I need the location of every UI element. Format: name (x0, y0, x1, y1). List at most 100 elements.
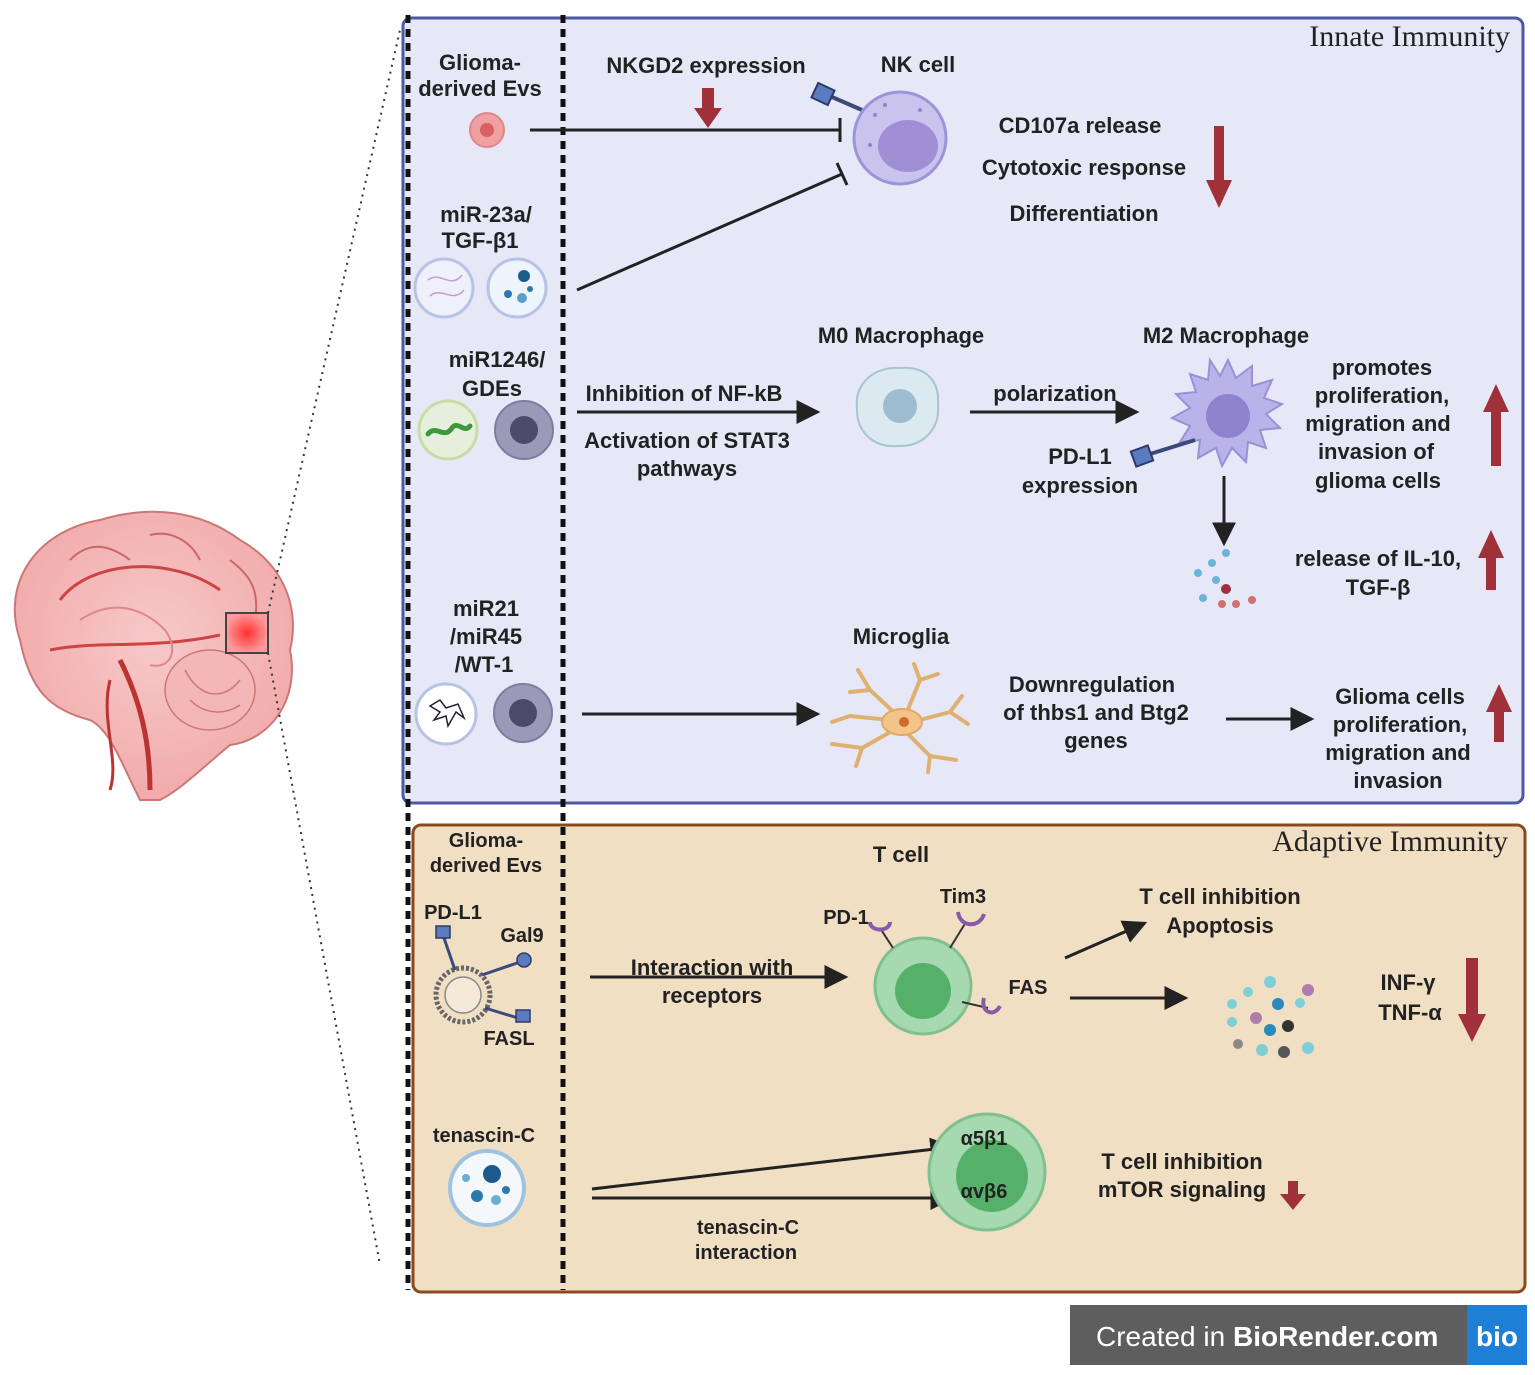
glioma-cells-line1: Glioma cells (1335, 684, 1465, 709)
glioma-cells-line3: migration and (1325, 740, 1470, 765)
pdl1-label: PD-L1 (424, 902, 482, 924)
promotes-up-arrow-icon (1483, 384, 1509, 466)
adaptive-title: Adaptive Immunity (1272, 825, 1508, 858)
adaptive-evs-line1: Glioma- (449, 830, 523, 852)
created-in-text: Created in (1096, 1321, 1233, 1352)
mtor-inhibition-label: T cell inhibition (1101, 1149, 1262, 1174)
a5b1-label: α5β1 (961, 1128, 1008, 1150)
glioma-cells-line2: proliferation, (1333, 712, 1467, 737)
m0-macrophage-label: M0 Macrophage (818, 323, 984, 348)
arrow-to-apoptosis (1064, 920, 1148, 960)
tenascin-interaction-line1: tenascin-C (697, 1217, 799, 1239)
tcell-inhibition-label: T cell inhibition (1139, 884, 1300, 909)
downreg-line3: genes (1064, 728, 1128, 753)
pd1-label: PD-1 (823, 907, 869, 929)
biorender-logo-icon: bio (1476, 1321, 1518, 1352)
mir23-vesicle-icon (413, 257, 475, 319)
tcell-integrin-icon (927, 1112, 1047, 1232)
nk-effect-cytotoxic: Cytotoxic response (982, 155, 1186, 180)
avb6-label: αvβ6 (961, 1181, 1008, 1203)
stat3-label: Activation of STAT3 (584, 428, 790, 453)
innate-title: Innate Immunity (1309, 20, 1510, 53)
tgf-vesicle-icon (486, 257, 548, 319)
biorender-badge[interactable] (1070, 1305, 1467, 1365)
nk-cell-label: NK cell (881, 52, 956, 77)
pdl1-expression-line1: PD-L1 (1048, 444, 1112, 469)
microglia-icon (830, 662, 970, 774)
nkgd2-down-arrow-icon (694, 88, 722, 128)
biorender-logo-box[interactable] (1467, 1305, 1527, 1365)
gde-vesicle-icon (494, 400, 554, 460)
tnf-alpha-label: TNF-α (1378, 1000, 1442, 1025)
mir23-label-line2: TGF-β1 (442, 228, 519, 253)
glioma-ev-core-icon (480, 123, 494, 137)
glioma-cells-line4: invasion (1353, 768, 1442, 793)
evs-label-line2: derived Evs (418, 76, 542, 101)
promotes-line2: proliferation, (1315, 383, 1449, 408)
inf-gamma-label: INF-γ (1381, 970, 1437, 995)
m2-macrophage-label: M2 Macrophage (1143, 323, 1309, 348)
tcell-label: T cell (873, 842, 929, 867)
promotes-line4: invasion of (1318, 439, 1435, 464)
mir1246-label-line1: miR1246/ (449, 347, 546, 372)
m2-macrophage-icon (1129, 356, 1285, 469)
downreg-line2: of thbs1 and Btg2 (1003, 700, 1189, 725)
nk-effect-cd107a: CD107a release (999, 113, 1162, 138)
pdl1-expression-line2: expression (1022, 473, 1138, 498)
exosome-ligands-icon (433, 925, 532, 1025)
mir23-label-line1: miR-23a/ (440, 202, 532, 227)
polarization-label: polarization (993, 381, 1116, 406)
arrow-to-a5b1 (591, 1137, 955, 1191)
release-up-arrow-icon (1478, 530, 1504, 590)
tcell-icon (868, 911, 1002, 1036)
apoptosis-label: Apoptosis (1166, 913, 1274, 938)
mir21-label-line1: miR21 (453, 596, 519, 621)
fasl-label: FASL (483, 1028, 534, 1050)
promotes-line3: migration and (1305, 411, 1450, 436)
release-line1: release of IL-10, (1295, 546, 1461, 571)
mir1246-vesicle-icon (417, 399, 479, 461)
inhibit-bar-2-icon (835, 162, 849, 186)
release-line2: TGF-β (1346, 575, 1411, 600)
cytokines-down-arrow-icon (1458, 958, 1486, 1042)
promotes-line1: promotes (1332, 355, 1432, 380)
zoom-line-top (267, 29, 401, 614)
microglia-label: Microglia (853, 624, 950, 649)
cytokine-particles-icon (1194, 549, 1256, 608)
mir21-label-line2: /miR45 (450, 624, 522, 649)
nkgd2-label: NKGD2 expression (606, 53, 805, 78)
mir21-gde-vesicle-icon (493, 683, 553, 743)
tenascin-interaction-line2: interaction (695, 1242, 797, 1264)
evs-label-line1: Glioma- (439, 50, 521, 75)
promotes-line5: glioma cells (1315, 468, 1441, 493)
downreg-line1: Downregulation (1009, 672, 1175, 697)
adaptive-panel (411, 823, 1527, 1294)
biorender-credit: Created in BioRender.com (1096, 1321, 1438, 1352)
tim3-label: Tim3 (940, 886, 986, 908)
mir21-vesicle-icon (414, 682, 478, 746)
pathways-label: pathways (637, 456, 737, 481)
mtor-signaling-label: mTOR signaling (1098, 1177, 1266, 1202)
tenascin-label: tenascin-C (433, 1125, 535, 1147)
zoom-line-bottom (267, 652, 381, 1266)
mir1246-label-line2: GDEs (462, 376, 522, 401)
tenascin-vesicle-icon (448, 1149, 526, 1227)
biorender-brand-text: BioRender.com (1233, 1321, 1438, 1352)
adaptive-evs-line2: derived Evs (430, 855, 542, 877)
nk-effect-differentiation: Differentiation (1009, 201, 1158, 226)
gal9-label: Gal9 (500, 925, 543, 947)
interaction-line2: receptors (662, 983, 762, 1008)
inhibit-line-mir23-nk (576, 172, 843, 292)
m0-macrophage-icon (855, 366, 940, 448)
fas-label: FAS (1009, 977, 1048, 999)
brain-illustration (13, 510, 294, 801)
mtor-down-arrow-icon (1280, 1181, 1306, 1210)
cytokine-cluster-icon (1227, 976, 1314, 1058)
mir21-label-line3: /WT-1 (455, 652, 514, 677)
innate-panel (401, 16, 1525, 805)
nk-effects-down-arrow-icon (1206, 126, 1232, 208)
nfkb-label: Inhibition of NF-kB (586, 381, 783, 406)
nk-cell-icon (810, 81, 948, 186)
glioma-cells-up-arrow-icon (1486, 684, 1512, 742)
